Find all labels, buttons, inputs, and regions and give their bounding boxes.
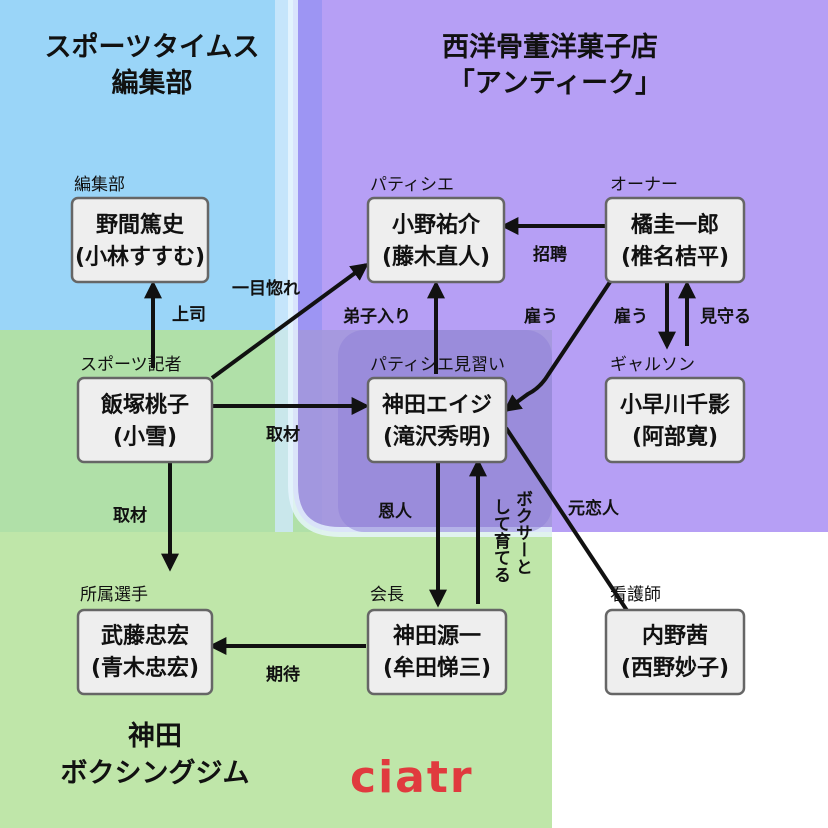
group-subtitle-antique: 「アンティーク」 [448,67,662,99]
actor-name: (椎名桔平) [621,244,729,270]
character-uchino: 看護師 内野茜 (西野妙子) [604,585,746,696]
actor-name: (小林すすむ) [75,245,205,270]
group-title-sports-times: スポーツタイムス [45,32,260,63]
edge-label-mimamoru: 見守る [699,306,751,327]
node-box [76,376,214,464]
edge-label-boxer-line1: ボクサーと [512,490,533,575]
character-name: 武藤忠宏 [101,623,189,649]
character-noma: 編集部 野間篤史 (小林すすむ) [70,175,210,284]
edge-tachibana-to-eiji [503,280,612,413]
edge-iizuka-to-ono [210,262,369,380]
group-boundary-arc [288,0,552,537]
actor-name: (藤木直人) [382,244,490,270]
node-box [70,196,210,284]
character-ono: パティシエ 小野祐介 (藤木直人) [366,175,506,284]
role-label: 会長 [370,585,404,605]
edge-label-boxer-line2: して育てる [490,498,511,583]
character-name: 小野祐介 [392,212,481,238]
edge-label-joushi: 上司 [172,305,206,325]
role-label: スポーツ記者 [80,355,182,375]
node-box [366,608,508,696]
edge-label-hitomebore: 一目惚れ [232,278,300,299]
actor-name: (阿部寛) [632,424,718,450]
role-label: オーナー [610,175,678,195]
character-kanda-eiji: パティシエ見習い 神田エイジ (滝沢秀明) [366,355,508,464]
edge-label-yatou-eiji: 雇う [524,306,558,327]
edge-label-kitai: 期待 [266,664,300,685]
actor-name: (牟田悌三) [383,655,491,681]
group-subtitle-boxing-gym: ボクシングジム [61,757,250,789]
edge-label-motokoibito: 元恋人 [568,498,620,519]
character-name: 野間篤史 [96,212,185,238]
actor-name: (青木忠宏) [91,655,199,681]
edge-label-yatou-chikage: 雇う [614,306,648,327]
node-box [366,376,508,464]
node-box [76,608,214,696]
character-iizuka: スポーツ記者 飯塚桃子 (小雪) [76,355,214,464]
role-label: 看護師 [610,585,661,605]
character-name: 飯塚桃子 [100,392,189,418]
character-name: 神田エイジ [382,392,492,418]
character-tachibana: オーナー 橘圭一郎 (椎名桔平) [604,175,746,284]
character-kobayakawa: ギャルソン 小早川千影 (阿部寛) [604,355,746,464]
group-title-boxing-gym: 神田 [128,721,182,752]
ciatr-logo: ciatr [350,752,474,803]
role-label: パティシエ見習い [370,355,505,375]
character-muto: 所属選手 武藤忠宏 (青木忠宏) [76,585,214,696]
edge-label-onjin: 恩人 [378,502,413,522]
group-subtitle-sports-times: 編集部 [112,67,193,99]
actor-name: (滝沢秀明) [383,425,491,450]
node-box [366,196,506,284]
character-name: 橘圭一郎 [631,212,719,238]
node-box [604,196,746,284]
character-name: 内野茜 [642,624,708,649]
character-kanda-genichi: 会長 神田源一 (牟田悌三) [366,585,508,696]
edge-label-shushou: 招聘 [533,244,567,265]
character-name: 神田源一 [393,623,481,649]
edge-label-deshiiri: 弟子入り [343,306,411,327]
edge-label-shuzai-eiji: 取材 [266,424,300,445]
edge-label-shuzai-muto: 取材 [113,505,147,526]
actor-name: (西野妙子) [621,655,729,681]
role-label: 編集部 [74,175,125,195]
edge-eiji-to-uchino [504,426,630,614]
role-label: ギャルソン [610,355,695,375]
group-title-antique: 西洋骨董洋菓子店 [442,31,658,63]
role-label: 所属選手 [80,585,148,605]
actor-name: (小雪) [113,425,177,450]
role-label: パティシエ [370,175,454,195]
node-box [604,608,746,696]
node-box [604,376,746,464]
character-name: 小早川千影 [620,393,730,418]
